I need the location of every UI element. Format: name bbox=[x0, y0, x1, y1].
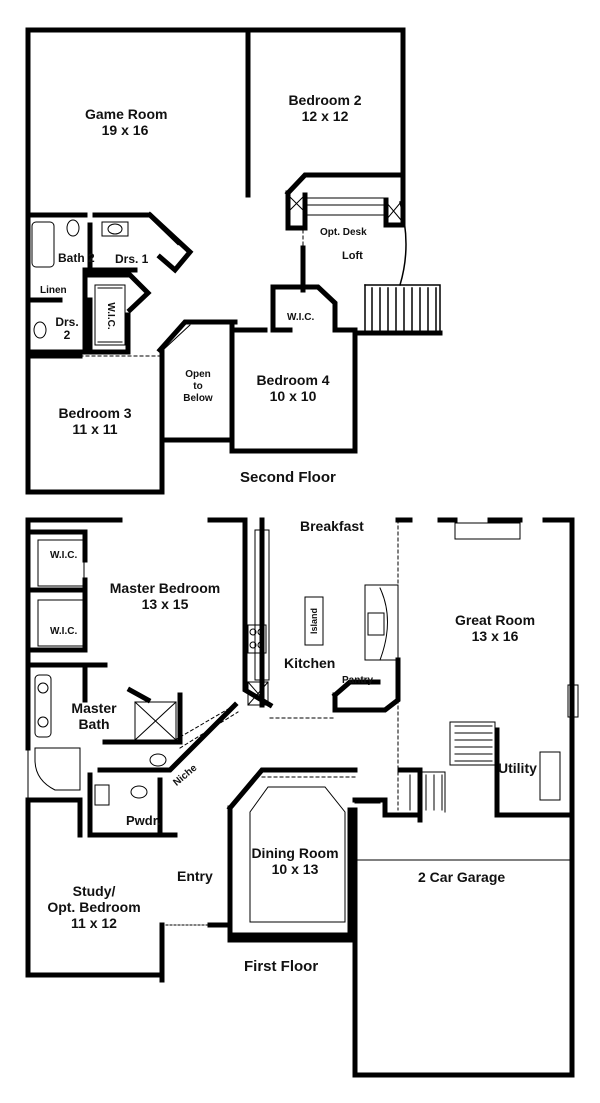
pantry-name: Pantry bbox=[342, 675, 374, 686]
second-floor-stairs bbox=[364, 201, 441, 334]
linen-label: Linen bbox=[40, 285, 67, 297]
garage-name: 2 Car Garage bbox=[418, 869, 506, 885]
great-room-size: 13 x 16 bbox=[471, 628, 519, 644]
wic-label: W.I.C. bbox=[287, 312, 314, 324]
wic2-label: W.I.C. bbox=[50, 626, 77, 638]
first-floor-title: First Floor bbox=[244, 958, 319, 975]
island-name: Island bbox=[309, 608, 319, 635]
second-floor-title: Second Floor bbox=[240, 469, 336, 486]
open-below-label: Open to Below bbox=[178, 369, 218, 405]
great-room-label: Great Room 13 x 16 bbox=[450, 612, 540, 644]
wic-name: W.I.C. bbox=[287, 312, 315, 323]
opt-desk-label: Opt. Desk bbox=[320, 227, 367, 239]
kitchen-label: Kitchen bbox=[284, 655, 335, 671]
bedroom4-name: Bedroom 4 bbox=[256, 372, 330, 388]
wic1-label: W.I.C. bbox=[50, 550, 77, 562]
drs2-name: Drs. bbox=[55, 315, 79, 329]
drs2-label: Drs. 2 bbox=[52, 316, 82, 342]
loft-label: Loft bbox=[342, 250, 363, 263]
study-label: Study/ Opt. Bedroom 11 x 12 bbox=[42, 883, 146, 931]
utility-name: Utility bbox=[498, 760, 537, 776]
wic2-name: W.I.C. bbox=[50, 626, 78, 637]
second-floor-details bbox=[27, 194, 402, 357]
study-size: 11 x 12 bbox=[71, 915, 117, 931]
bedroom2-size: 12 x 12 bbox=[301, 108, 349, 124]
second-floor-walls bbox=[25, 27, 443, 495]
bath2-label: Bath 2 bbox=[58, 252, 95, 265]
first-floor-walls bbox=[25, 517, 575, 1078]
utility-label: Utility bbox=[498, 760, 537, 776]
drs2-number: 2 bbox=[63, 328, 71, 342]
bedroom3-label: Bedroom 3 11 x 11 bbox=[55, 405, 135, 437]
pantry-label: Pantry bbox=[342, 675, 373, 687]
dining-room-size: 10 x 13 bbox=[271, 861, 319, 877]
open-below-line1: Open bbox=[185, 369, 211, 380]
opt-desk-name: Opt. Desk bbox=[320, 227, 367, 238]
loft-name: Loft bbox=[342, 250, 363, 262]
bedroom4-label: Bedroom 4 10 x 10 bbox=[253, 372, 333, 404]
master-bedroom-label: Master Bedroom 13 x 15 bbox=[105, 580, 225, 612]
entry-label: Entry bbox=[177, 868, 213, 884]
master-bath-name: Master bbox=[71, 700, 117, 716]
dining-room-name: Dining Room bbox=[251, 845, 339, 861]
drs1-name: Drs. 1 bbox=[115, 252, 149, 266]
master-bedroom-name: Master Bedroom bbox=[109, 580, 221, 596]
wic-vertical-name: W.I.C. bbox=[105, 302, 116, 330]
study-line2: Opt. Bedroom bbox=[47, 899, 141, 915]
entry-name: Entry bbox=[177, 868, 213, 884]
first-floor-details bbox=[27, 519, 579, 1076]
kitchen-name: Kitchen bbox=[284, 655, 336, 671]
game-room-size: 19 x 16 bbox=[101, 122, 149, 138]
open-below-line2: to bbox=[193, 381, 203, 392]
dining-room-label: Dining Room 10 x 13 bbox=[245, 845, 345, 877]
wic1-name: W.I.C. bbox=[50, 550, 78, 561]
bedroom3-name: Bedroom 3 bbox=[58, 405, 132, 421]
pwdr-name: Pwdr. bbox=[126, 813, 161, 828]
bedroom3-size: 11 x 11 bbox=[72, 421, 118, 437]
linen-name: Linen bbox=[40, 285, 67, 296]
master-bath-label: Master Bath bbox=[66, 700, 122, 732]
breakfast-name: Breakfast bbox=[300, 518, 364, 534]
island-label: Island bbox=[308, 603, 320, 639]
pwdr-label: Pwdr. bbox=[126, 813, 161, 829]
breakfast-label: Breakfast bbox=[300, 518, 364, 534]
game-room-name: Game Room bbox=[85, 106, 168, 122]
study-name: Study/ bbox=[72, 883, 116, 899]
game-room-label: Game Room 19 x 16 bbox=[85, 106, 168, 138]
bedroom2-name: Bedroom 2 bbox=[288, 92, 362, 108]
wic-vertical-label: W.I.C. bbox=[104, 296, 116, 336]
great-room-name: Great Room bbox=[454, 612, 536, 628]
bath2-name: Bath 2 bbox=[58, 251, 95, 265]
bedroom4-size: 10 x 10 bbox=[269, 388, 317, 404]
master-bedroom-size: 13 x 15 bbox=[141, 596, 189, 612]
open-below-line3: Below bbox=[183, 393, 213, 404]
master-bath-line2: Bath bbox=[78, 716, 110, 732]
garage-label: 2 Car Garage bbox=[418, 869, 505, 885]
drs1-label: Drs. 1 bbox=[115, 253, 148, 266]
bedroom2-label: Bedroom 2 12 x 12 bbox=[285, 92, 365, 124]
